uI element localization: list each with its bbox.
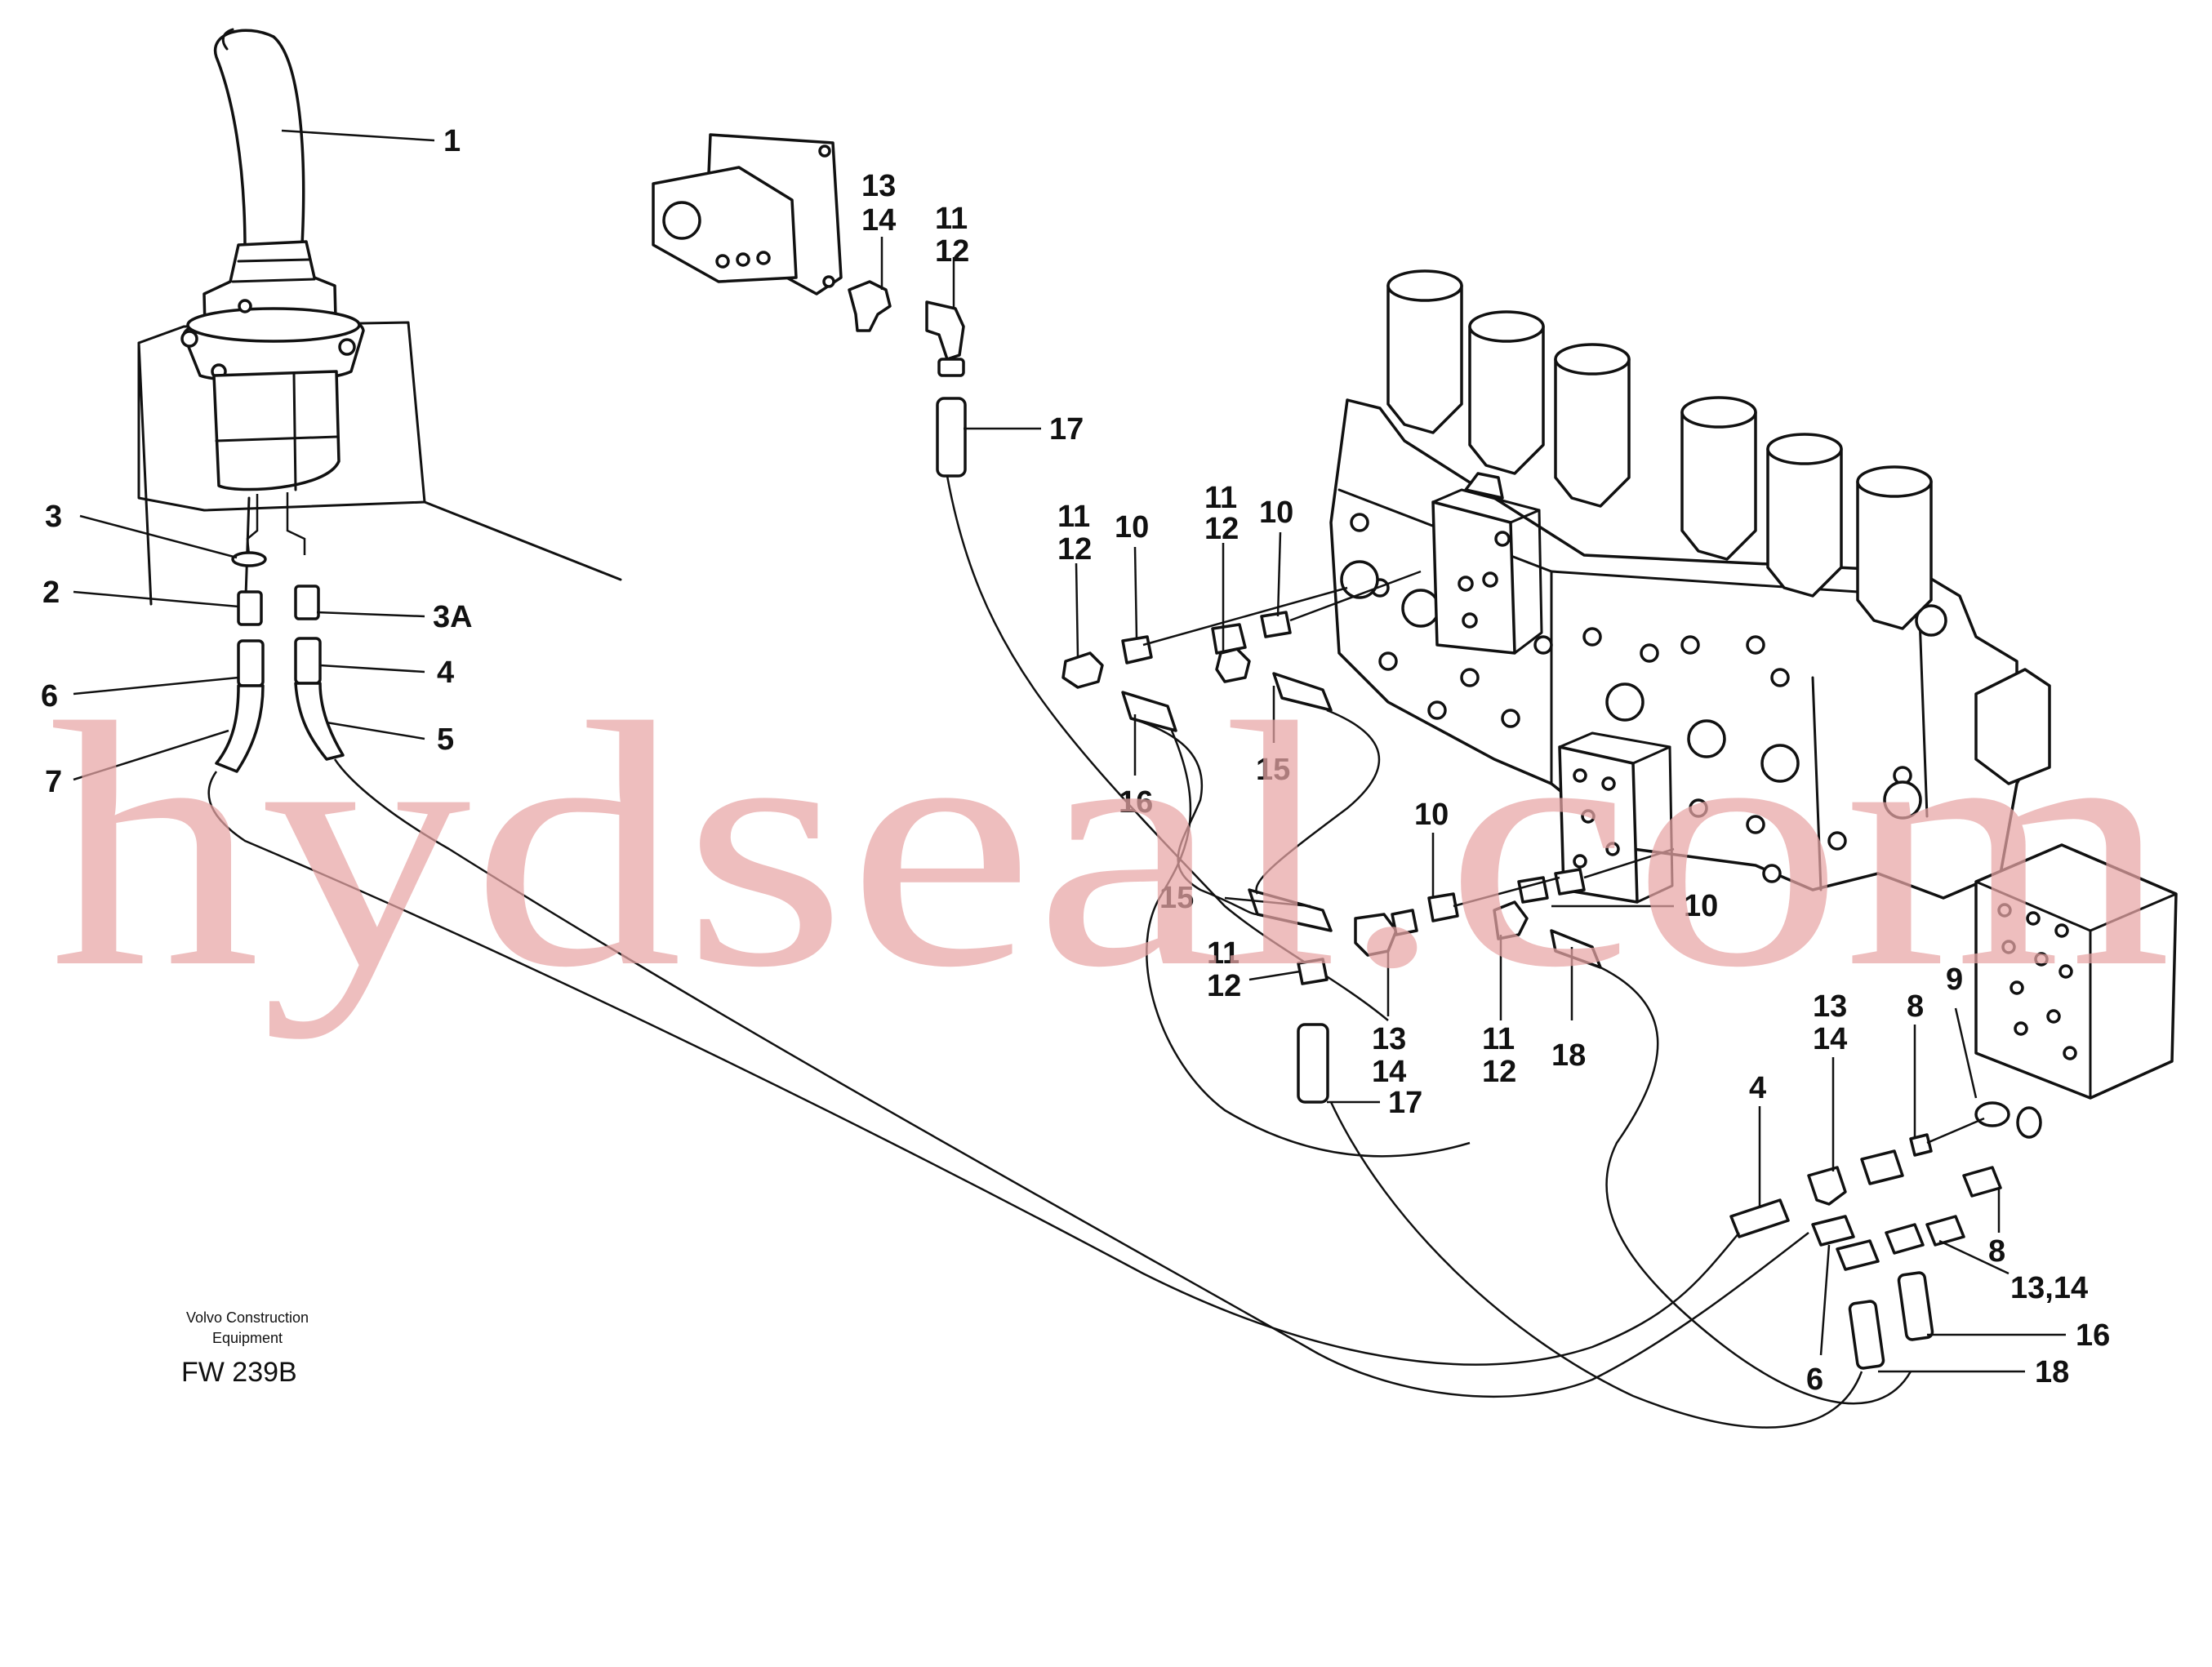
callout-13: 13 [1372,1022,1406,1056]
joystick-assembly [137,28,622,773]
callout-9: 9 [1946,962,1963,997]
caption-company-line2: Equipment [212,1330,283,1346]
callout-10: 10 [1684,889,1718,923]
callout-12: 12 [1482,1055,1516,1089]
fittings [1061,570,2042,1370]
callout-12: 12 [1204,512,1239,546]
hose-lines [207,709,1912,1429]
callout-3a: 3A [433,600,473,634]
callout-8: 8 [1907,989,1924,1024]
control-valve [1329,269,2051,904]
callout-10: 10 [1259,496,1293,530]
caption-company: Volvo Construction [186,1309,309,1326]
callout-14: 14 [861,203,896,238]
callout-6: 6 [41,679,58,713]
callout-18: 18 [1551,1038,1586,1073]
callout-13-14: 13,14 [2010,1271,2088,1305]
watermark: hydseal.com [49,651,2172,1040]
callout-16: 16 [1119,785,1153,820]
callout-6: 6 [1806,1362,1823,1397]
callout-16: 16 [2076,1318,2110,1353]
callout-14: 14 [1813,1022,1847,1056]
callout-2: 2 [42,576,60,610]
callout-11: 11 [935,202,968,236]
callout-12: 12 [1207,969,1241,1003]
switch-box [652,133,1389,1021]
callout-11: 11 [1204,481,1237,515]
callout-14: 14 [1372,1055,1406,1089]
callout-11: 11 [1057,500,1090,534]
callout-13: 13 [1813,989,1847,1024]
callout-18: 18 [2035,1355,2069,1389]
figure-code: FW 239B [181,1357,297,1388]
caption-block: Volvo Construction Equipment FW 239B [181,1309,309,1388]
callout-10: 10 [1414,798,1449,832]
callout-17: 17 [1049,412,1084,447]
callout-10: 10 [1115,510,1149,545]
callout-7: 7 [45,765,62,799]
callout-8: 8 [1988,1234,2005,1269]
callout-15: 15 [1256,753,1290,787]
right-block [1974,843,2178,1100]
callout-17: 17 [1388,1086,1422,1120]
callout-15: 15 [1159,881,1194,915]
solenoid-row [1386,269,1933,630]
callout-11: 11 [1207,936,1240,971]
callout-4: 4 [437,656,454,690]
callout-labels: 1 2 3 3A 4 5 6 7 13 14 11 12 17 11 12 10… [41,124,2110,1397]
callout-12: 12 [1057,532,1092,567]
callout-11: 11 [1482,1022,1515,1056]
callout-4: 4 [1749,1071,1766,1105]
leader-lines [73,129,2066,1373]
callout-13: 13 [861,169,896,203]
callout-12: 12 [935,234,969,269]
callout-5: 5 [437,722,454,757]
callout-3: 3 [45,500,62,534]
callout-1: 1 [443,124,461,158]
